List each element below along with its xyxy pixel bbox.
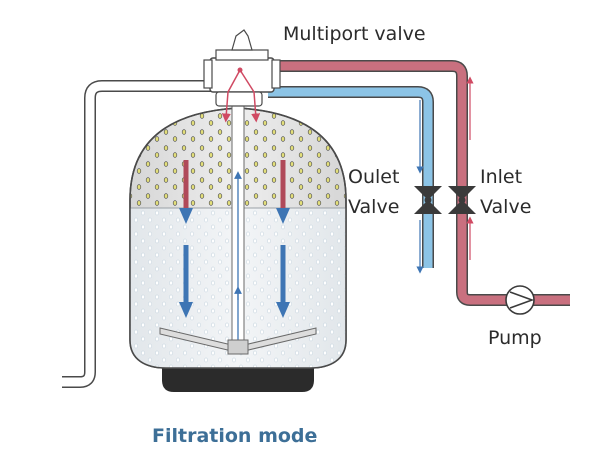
inlet-valve-label-line1: Inlet (480, 166, 522, 188)
downflow-arrows (179, 160, 290, 318)
inlet-pipe (268, 60, 570, 306)
pump-label: Pump (488, 327, 542, 349)
laterals (159, 327, 317, 355)
pump (505, 285, 535, 315)
waste-pipe (62, 80, 212, 388)
outlet-valve-label-line1: Oulet (348, 166, 399, 188)
multiport-valve (203, 29, 281, 123)
outlet-pipe (268, 86, 434, 274)
valve-handle (231, 29, 253, 51)
outlet-valve (414, 186, 442, 214)
standpipe (231, 105, 245, 347)
diagram-caption: Filtration mode (152, 425, 317, 447)
inlet-valve (448, 186, 476, 214)
multiport-valve-label: Multiport valve (283, 23, 426, 45)
outlet-valve-label-line2: Valve (348, 196, 399, 218)
inlet-valve-label-line2: Valve (480, 196, 531, 218)
